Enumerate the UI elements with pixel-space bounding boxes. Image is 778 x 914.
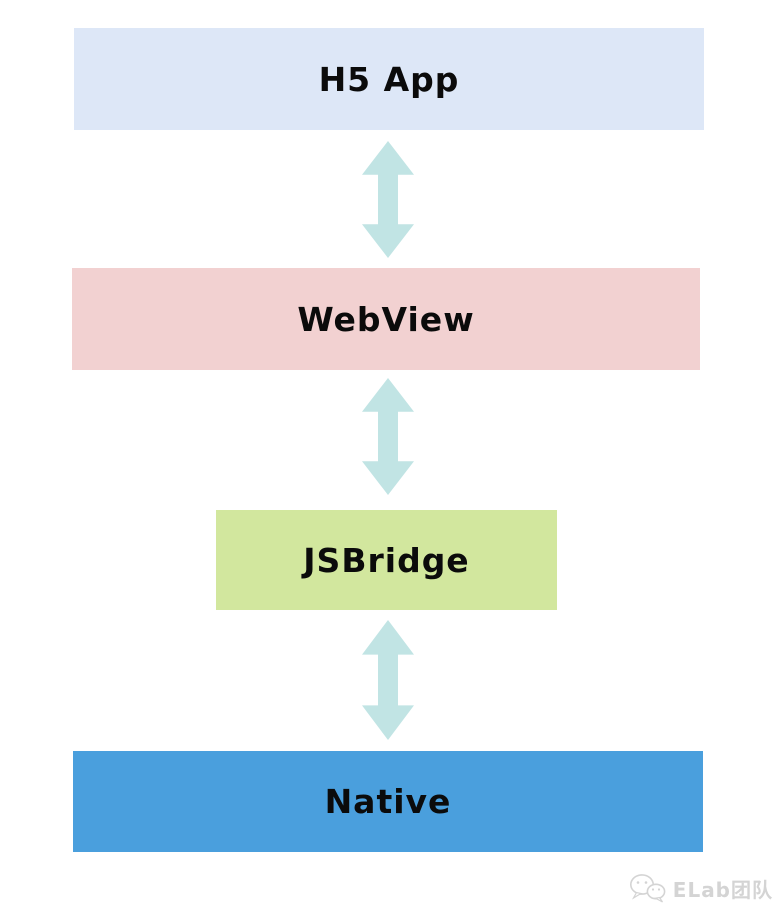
layer-native: Native	[73, 751, 703, 852]
watermark-text: ELab团队	[672, 877, 773, 902]
double-arrow-icon	[362, 378, 414, 495]
watermark: ELab团队	[629, 872, 773, 904]
layer-jsbridge: JSBridge	[216, 510, 557, 610]
wechat-icon	[629, 874, 666, 903]
double-arrow-icon	[362, 141, 414, 258]
layer-label-native: Native	[324, 782, 452, 821]
layer-label-webview: WebView	[297, 299, 475, 339]
layer-label-h5-app: H5 App	[318, 59, 460, 99]
layer-webview: WebView	[72, 268, 700, 370]
layer-h5-app: H5 App	[74, 28, 704, 130]
layer-label-jsbridge: JSBridge	[303, 540, 470, 580]
double-arrow-icon	[362, 620, 414, 740]
